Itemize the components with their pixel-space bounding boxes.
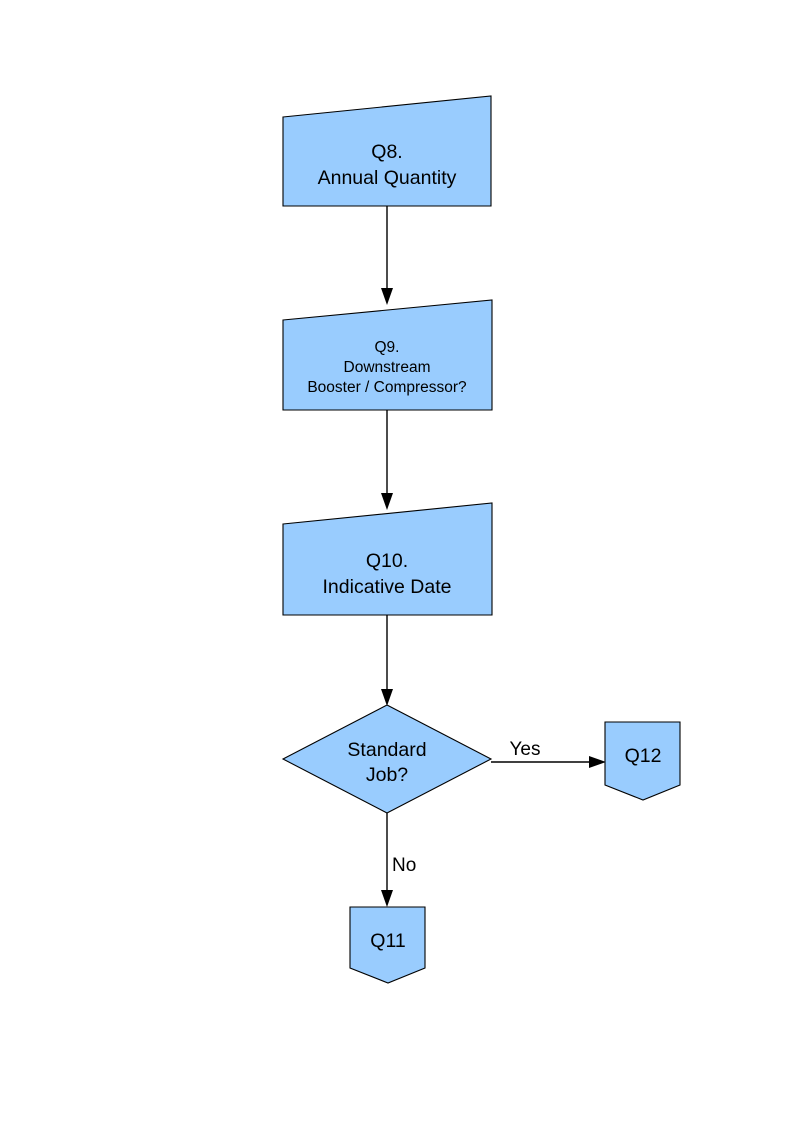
- edge-decision-to-q11: No: [381, 813, 416, 907]
- node-q11[interactable]: Q11: [349, 906, 426, 984]
- q10-text-line1: Q10.: [366, 550, 408, 572]
- q9-text-line3: Booster / Compressor?: [307, 379, 467, 396]
- q12-text: Q12: [625, 745, 662, 767]
- q8-text-line2: Annual Quantity: [318, 167, 457, 189]
- edge-q9-to-q10: [381, 410, 393, 510]
- node-decision-standard-job[interactable]: Standard Job?: [281, 704, 493, 814]
- node-q10[interactable]: Q10. Indicative Date: [282, 502, 493, 616]
- edge-label-yes: Yes: [510, 739, 541, 760]
- decision-text-line1: Standard: [347, 739, 426, 761]
- q8-shape[interactable]: [282, 95, 492, 207]
- q10-text-line2: Indicative Date: [323, 576, 452, 598]
- q9-text-line1: Q9.: [375, 339, 400, 356]
- q9-shape[interactable]: [282, 299, 493, 411]
- edge-q10-to-decision: [381, 615, 393, 706]
- node-q9[interactable]: Q9. Downstream Booster / Compressor?: [282, 299, 493, 411]
- edge-decision-to-q12: Yes: [491, 739, 606, 768]
- q10-shape[interactable]: [282, 502, 493, 616]
- edge-q9-to-q10-arrowhead: [381, 493, 393, 510]
- q8-text-line1: Q8.: [371, 141, 402, 163]
- edge-q8-to-q9-arrowhead: [381, 288, 393, 305]
- edge-decision-to-q11-arrowhead: [381, 890, 393, 907]
- node-q8[interactable]: Q8. Annual Quantity: [282, 95, 492, 207]
- q11-shape[interactable]: [349, 906, 426, 984]
- edge-decision-to-q12-arrowhead: [589, 756, 606, 768]
- edge-q8-to-q9: [381, 206, 393, 305]
- q11-text: Q11: [370, 930, 405, 952]
- edge-q10-to-decision-arrowhead: [381, 689, 393, 706]
- decision-text-line2: Job?: [366, 764, 408, 786]
- edge-label-no: No: [392, 855, 416, 876]
- q12-shape[interactable]: [604, 721, 681, 801]
- node-q12[interactable]: Q12: [604, 721, 681, 801]
- q9-text-line2: Downstream: [344, 359, 431, 376]
